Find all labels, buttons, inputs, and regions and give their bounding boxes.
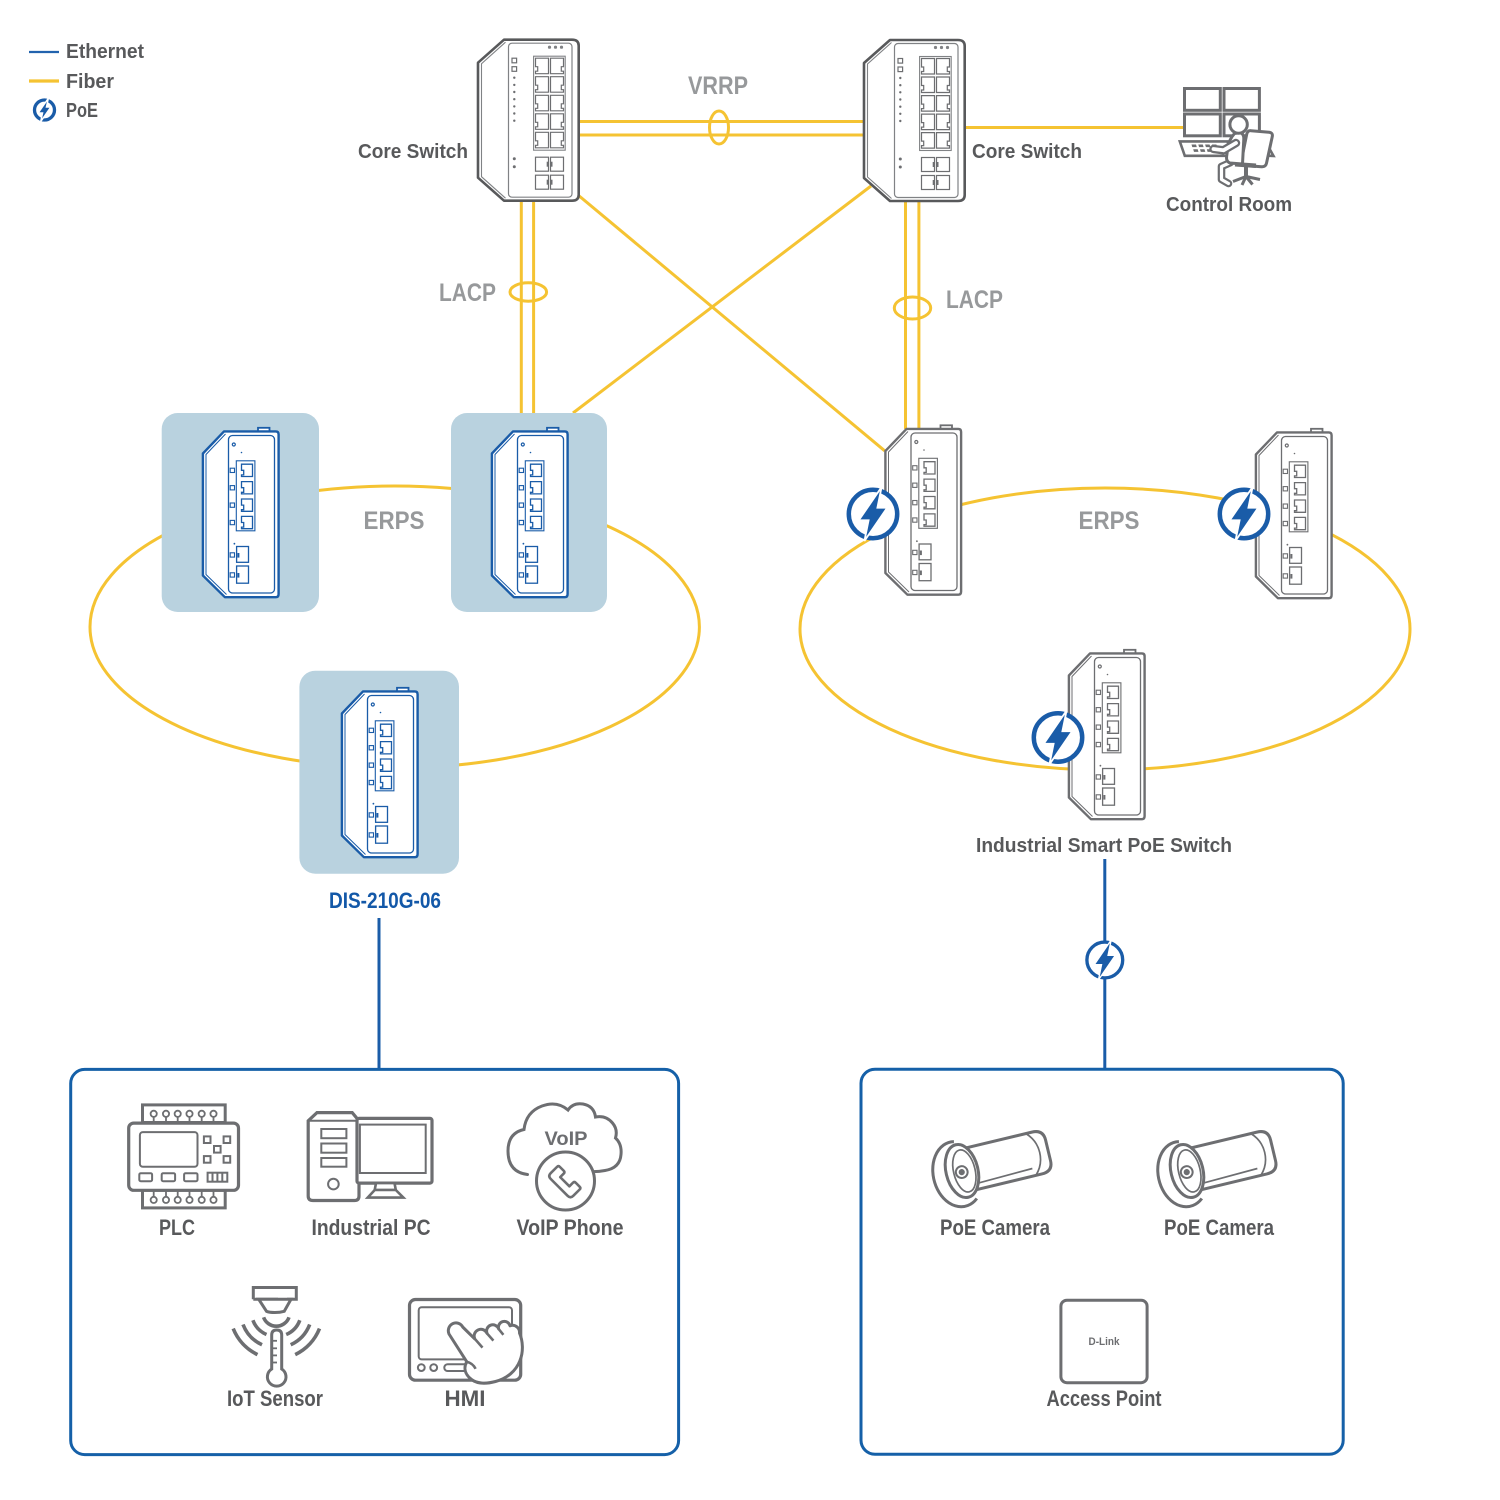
- svg-text:Industrial PC: Industrial PC: [312, 1215, 431, 1240]
- svg-text:ERPS: ERPS: [1079, 507, 1140, 535]
- svg-text:Fiber: Fiber: [66, 71, 114, 93]
- svg-text:PoE: PoE: [66, 100, 98, 122]
- svg-text:VRRP: VRRP: [688, 72, 748, 100]
- svg-text:LACP: LACP: [946, 286, 1003, 314]
- svg-text:Core Switch: Core Switch: [358, 141, 468, 163]
- svg-text:D-Link: D-Link: [1089, 1336, 1121, 1348]
- svg-text:DIS-210G-06: DIS-210G-06: [329, 888, 441, 913]
- svg-text:ERPS: ERPS: [364, 507, 425, 535]
- svg-text:LACP: LACP: [439, 279, 496, 307]
- svg-text:PoE Camera: PoE Camera: [1164, 1215, 1275, 1240]
- svg-text:HMI: HMI: [445, 1386, 486, 1411]
- svg-text:Control Room: Control Room: [1166, 194, 1292, 216]
- svg-text:Ethernet: Ethernet: [66, 41, 144, 63]
- svg-text:PoE Camera: PoE Camera: [940, 1215, 1051, 1240]
- svg-text:PLC: PLC: [159, 1215, 195, 1240]
- svg-text:Core Switch: Core Switch: [972, 141, 1082, 163]
- svg-text:Access Point: Access Point: [1047, 1386, 1163, 1411]
- svg-text:VoIP: VoIP: [545, 1129, 588, 1150]
- svg-text:VoIP Phone: VoIP Phone: [517, 1215, 624, 1240]
- svg-text:IoT Sensor: IoT Sensor: [227, 1386, 323, 1411]
- svg-text:Industrial Smart PoE Switch: Industrial Smart PoE Switch: [976, 835, 1232, 857]
